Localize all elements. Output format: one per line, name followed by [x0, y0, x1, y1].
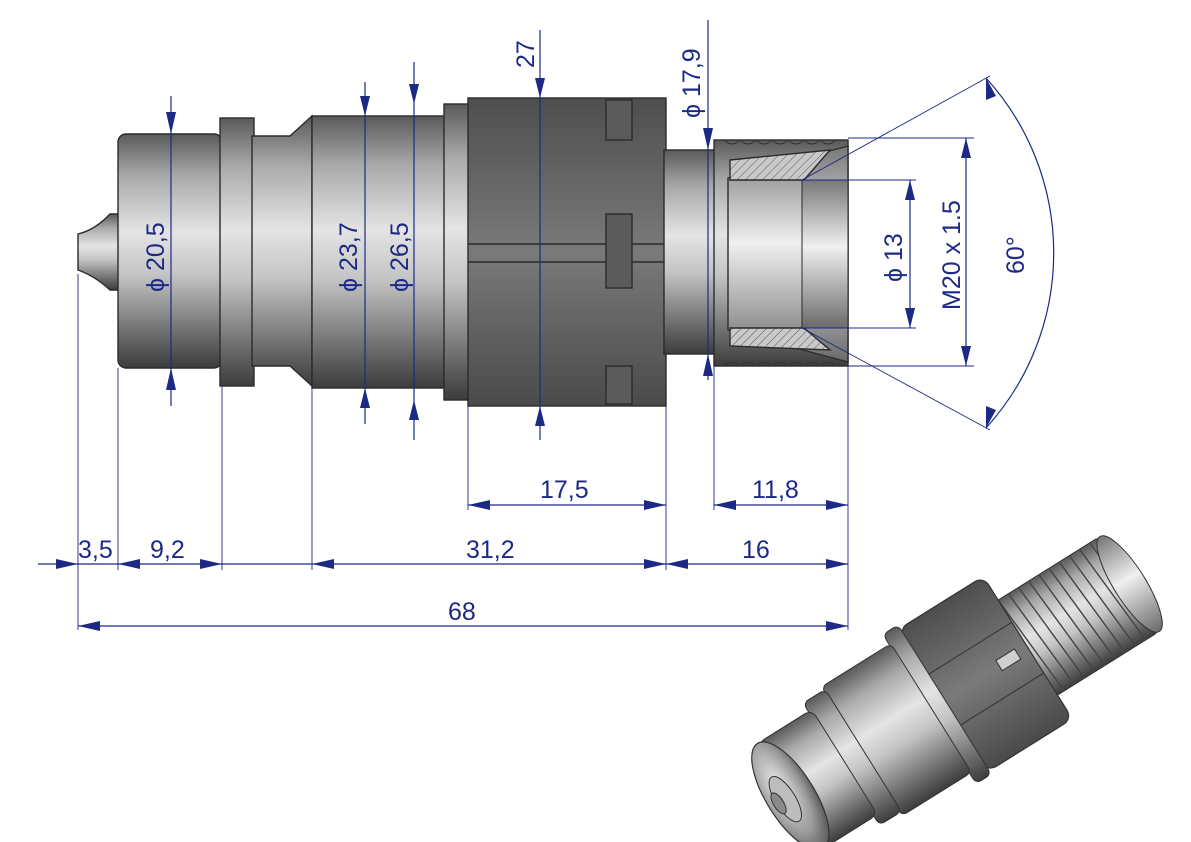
section-hatch-bottom [729, 327, 833, 351]
body-cylinder [311, 115, 447, 389]
dim-tip-length: 9,2 [150, 536, 185, 564]
dim-neck-diameter: ϕ 17,9 [678, 48, 706, 118]
hex-nut [467, 97, 667, 407]
dim-bore-diameter: ϕ 13 [880, 233, 908, 282]
collar-ring [219, 117, 255, 387]
dim-total-length: 68 [448, 598, 476, 626]
neck-groove [251, 114, 313, 388]
tip-cylinder [117, 133, 223, 369]
dim-thread: M20 x 1.5 [938, 200, 966, 310]
dimension-lines [38, 20, 1055, 631]
dim-collar-diameter: ϕ 26,5 [386, 222, 414, 292]
flange [443, 103, 471, 401]
coupling-isometric-view [751, 535, 1163, 842]
dimension-labels: ϕ 20,5 ϕ 23,7 ϕ 26,5 27 ϕ 17,9 ϕ 13 M20 … [78, 40, 1030, 626]
dim-body-length: 31,2 [466, 536, 515, 564]
nose-pin [77, 213, 123, 291]
dim-hex-length: 17,5 [540, 476, 589, 504]
coupling-side-view [77, 97, 849, 407]
dim-hex-flats: 27 [512, 40, 540, 68]
dim-thread-depth: 11,8 [752, 476, 799, 504]
dim-cone-angle: 60° [1002, 236, 1030, 274]
dim-thread-length: 16 [742, 536, 770, 564]
dim-tip-diameter: ϕ 20,5 [142, 222, 170, 292]
neck-cylinder [663, 149, 717, 355]
dim-nose-length: 3,5 [78, 536, 113, 564]
dim-body-diameter: ϕ 23,7 [335, 222, 363, 292]
